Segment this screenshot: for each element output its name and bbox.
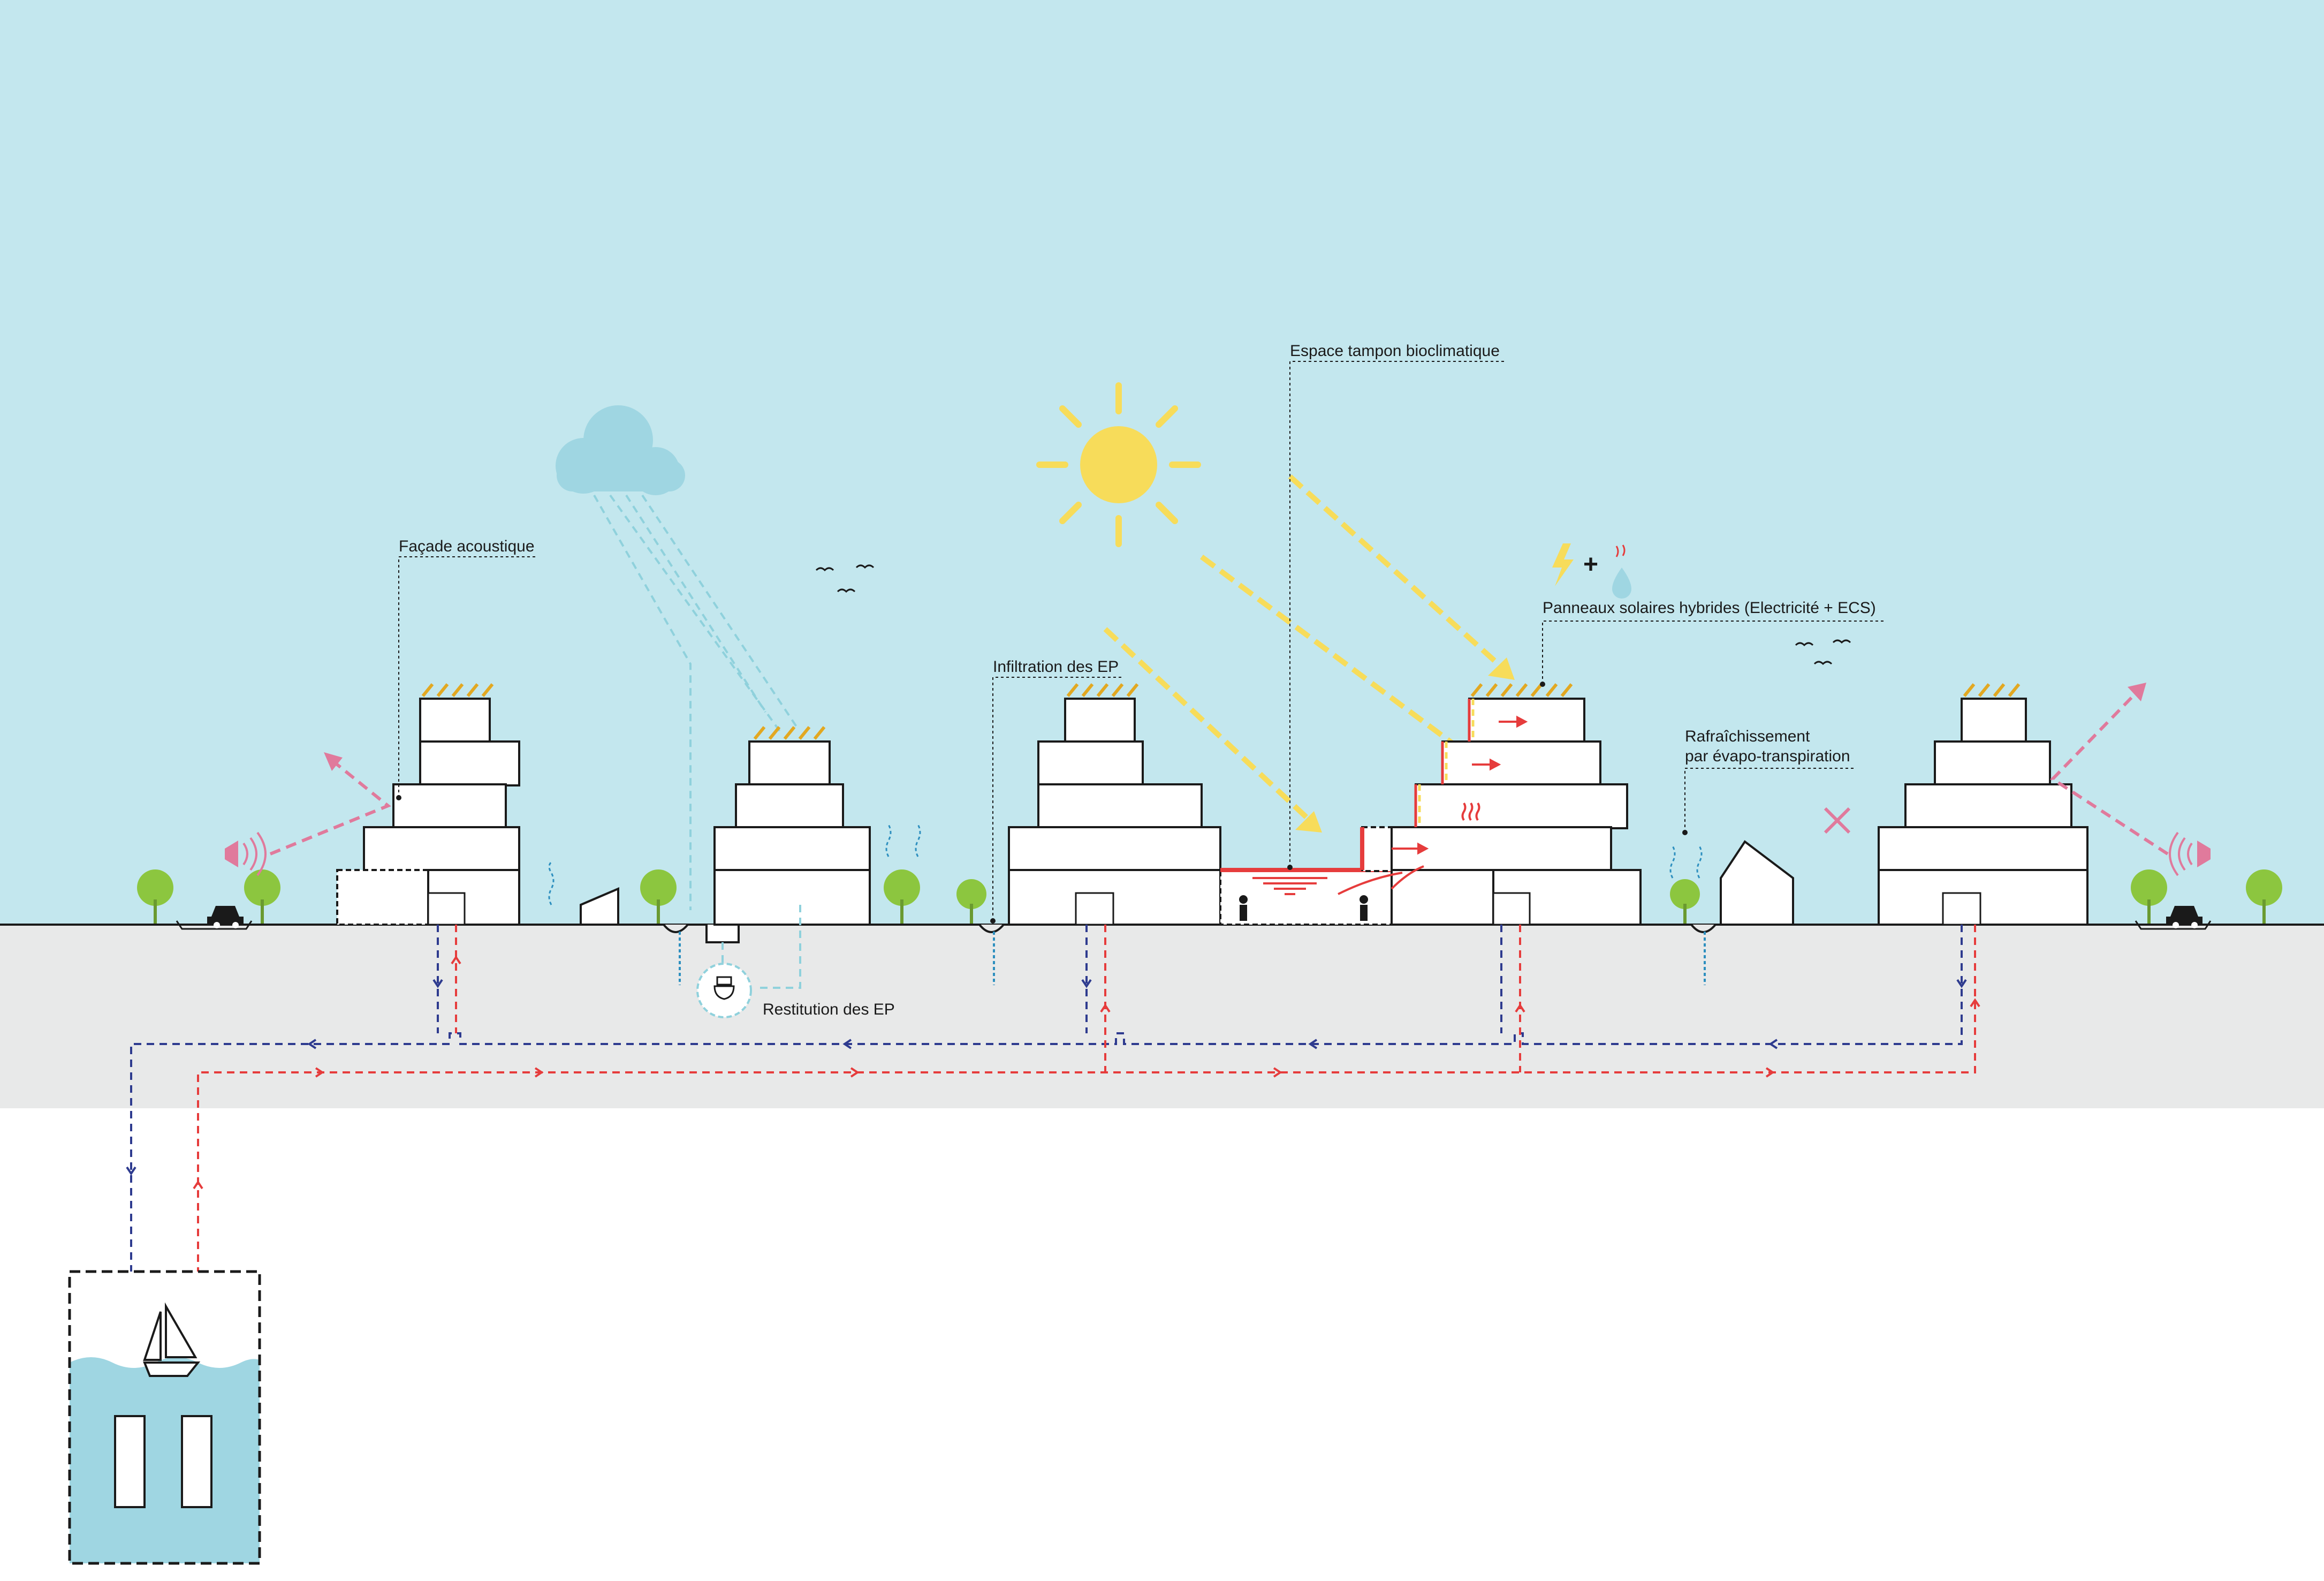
solar-panels [1470, 683, 1573, 697]
loop-direction-chevrons [126, 955, 1980, 1190]
heat-arrows [1338, 715, 1528, 895]
evapotranspiration-arrows [548, 824, 1703, 905]
plus-sign: + [1583, 550, 1598, 579]
label-espace-tampon: Espace tampon bioclimatique [1290, 342, 1500, 360]
label-panneaux-solaires: Panneaux solaires hybrides (Electricité … [1543, 599, 1876, 617]
building-1 [336, 683, 520, 926]
solar-panels [753, 726, 826, 740]
tree-icon [137, 869, 2282, 924]
rainwater-reuse [696, 905, 801, 1018]
road-left [176, 920, 253, 930]
substation [1492, 892, 1531, 926]
boat-icon [143, 1302, 201, 1377]
substation [1075, 892, 1114, 926]
label-restitution: Restitution des EP [763, 1001, 895, 1018]
heat-exchanger [114, 1415, 212, 1508]
toilet-icon [713, 976, 735, 1000]
infiltration-arrows [679, 932, 1706, 985]
solar-panels [1066, 683, 1139, 697]
water-tank [68, 1270, 261, 1565]
cistern-pit [705, 925, 740, 943]
noise-reflection-arrows [269, 689, 2169, 856]
cold-loop [130, 925, 1963, 1413]
bird-icon [815, 564, 1851, 665]
label-rafraichissement-line2: par évapo-transpiration [1685, 747, 1850, 765]
hot-loop [197, 925, 1976, 1413]
swale-left [663, 924, 689, 933]
noise-arrowhead [2128, 683, 2146, 701]
lightning-icon [1552, 543, 1574, 586]
building-2 [713, 726, 871, 926]
label-infiltration: Infiltration des EP [993, 658, 1119, 676]
crossed-noise-icon [1824, 807, 1851, 834]
leader-lines [396, 361, 1884, 924]
swale-right [1690, 924, 1717, 933]
person-icon [1239, 895, 1368, 921]
substation [1942, 892, 1981, 926]
road-right [2135, 920, 2212, 930]
noise-arrowhead [324, 752, 343, 771]
building-5 [1878, 683, 2088, 926]
solar-panels [1963, 683, 2021, 697]
lower-background [0, 1108, 2324, 1581]
building-4 [1391, 683, 1642, 926]
building-3 [1008, 683, 1221, 926]
substation [427, 892, 466, 926]
speaker-icon [225, 831, 2211, 876]
water-drop-icon [1612, 544, 1631, 599]
car-icon [207, 906, 2203, 928]
shed [580, 887, 619, 926]
ground [0, 924, 2324, 1108]
cloud-icon [556, 405, 685, 495]
rain-lines [593, 494, 799, 910]
label-rafraichissement-line1: Rafraîchissement [1685, 728, 1810, 745]
sun-icon [1036, 382, 1201, 547]
house [1720, 840, 1794, 926]
swale-mid [978, 924, 1005, 933]
solar-panels [421, 683, 494, 697]
label-facade-acoustique: Façade acoustique [399, 538, 535, 555]
